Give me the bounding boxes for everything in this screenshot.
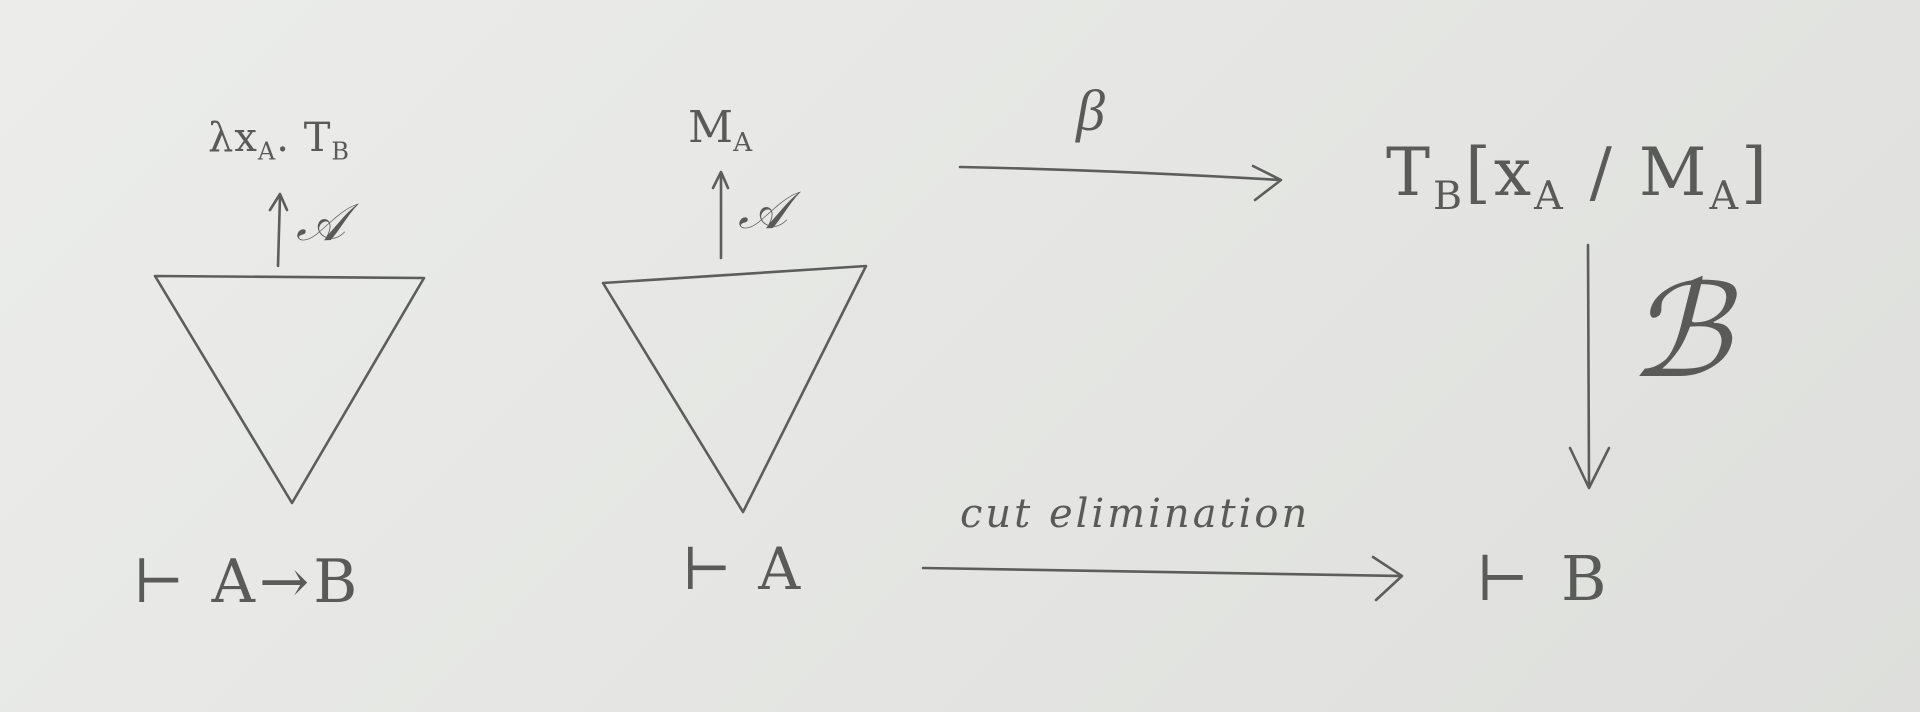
result-x-type: A [1534,172,1566,219]
right-up-arrow [711,170,730,260]
right-conclusion: ⊢ A [682,535,805,603]
result-close-bracket: ] [1741,134,1770,211]
result-m-type: A [1709,172,1742,219]
result-t: T [1386,134,1434,211]
result-t-type: B [1433,172,1466,219]
left-arrow-label: 𝒜 [296,195,346,252]
left-up-arrow [268,192,289,268]
beta-arrow [958,164,1283,202]
cut-elimination-label: cut elimination [960,491,1311,537]
lambda-body-type: B [331,137,351,166]
cut-arrow [921,555,1404,602]
result-open-bracket: [x [1465,134,1535,211]
m-term: M [688,102,734,153]
lambda-var-type: A [257,137,277,166]
m-term-type: A [733,127,753,159]
right-proof-triangle [601,264,868,514]
left-proof-triangle [153,274,426,505]
left-proof-term: λxA. TB [208,118,350,163]
result-slash-m: / M [1565,134,1710,211]
right-arrow-label: 𝒜 [738,183,788,240]
down-arrow [1568,243,1611,490]
lambda-dot-body: . T [276,115,332,161]
lambda-var: λx [208,115,258,161]
down-arrow-label: ℬ [1628,261,1731,405]
result-term: TB[xA / MA] [1386,140,1770,216]
right-proof-term: MA [688,106,752,157]
result-sequent: ⊢ B [1476,542,1613,615]
beta-label: β [1076,78,1105,143]
left-conclusion: ⊢ A→B [133,547,362,617]
